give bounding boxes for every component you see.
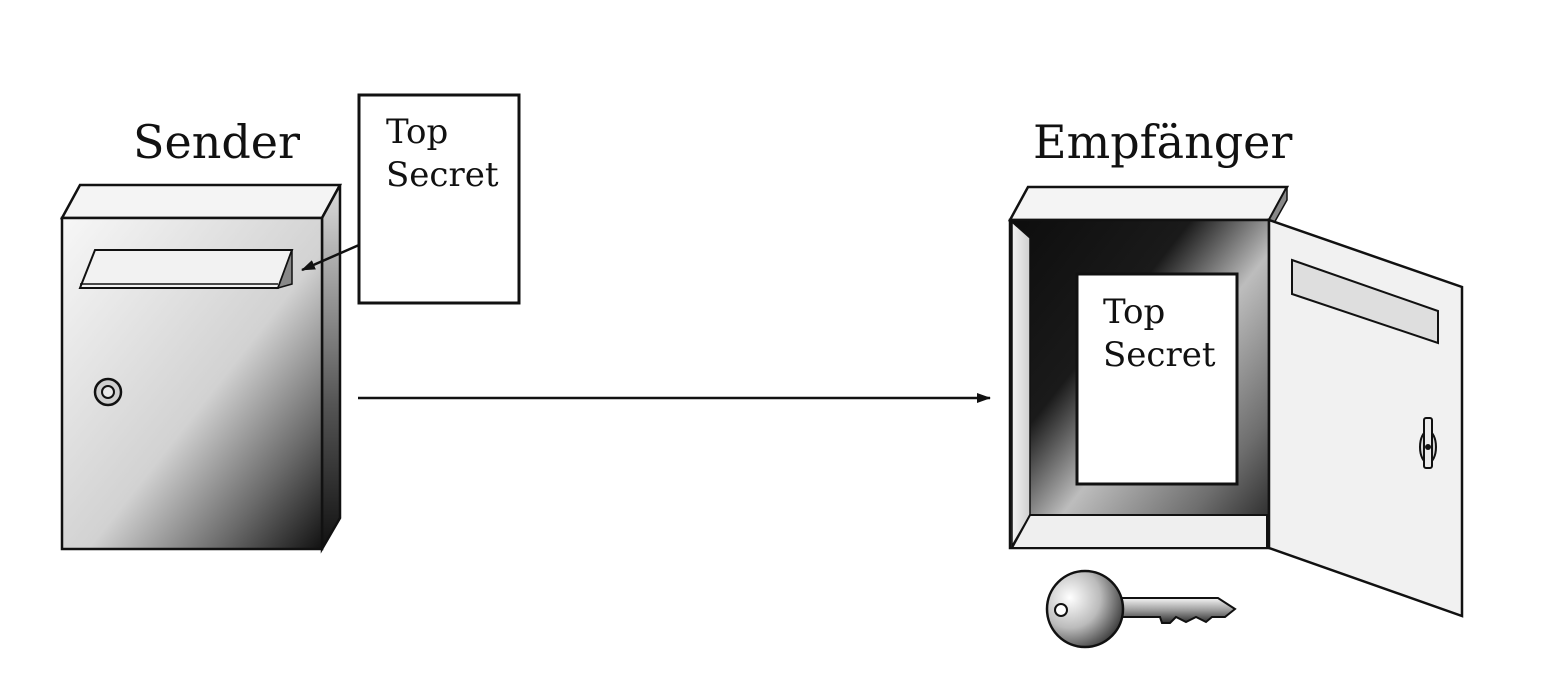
- sender-document: Top Secret: [357, 93, 521, 305]
- receiver-document-line1: Top: [1103, 292, 1165, 332]
- sender-document-line1: Top: [386, 112, 448, 152]
- receiver-document-line2: Secret: [1103, 335, 1216, 375]
- insert-arrow: [301, 243, 360, 272]
- sender-document-line2: Secret: [386, 155, 499, 195]
- receiver-document: Top Secret: [1075, 272, 1239, 486]
- sender-title: Sender: [133, 115, 300, 169]
- lock-icon: [93, 377, 123, 407]
- mail-slot: [78, 249, 294, 290]
- key-icon: [1045, 569, 1237, 649]
- mailbox-door: [1267, 218, 1464, 618]
- sender-mailbox: [59, 183, 343, 554]
- receiver-title: Empfänger: [1033, 115, 1292, 169]
- door-lock-icon: [1419, 417, 1437, 469]
